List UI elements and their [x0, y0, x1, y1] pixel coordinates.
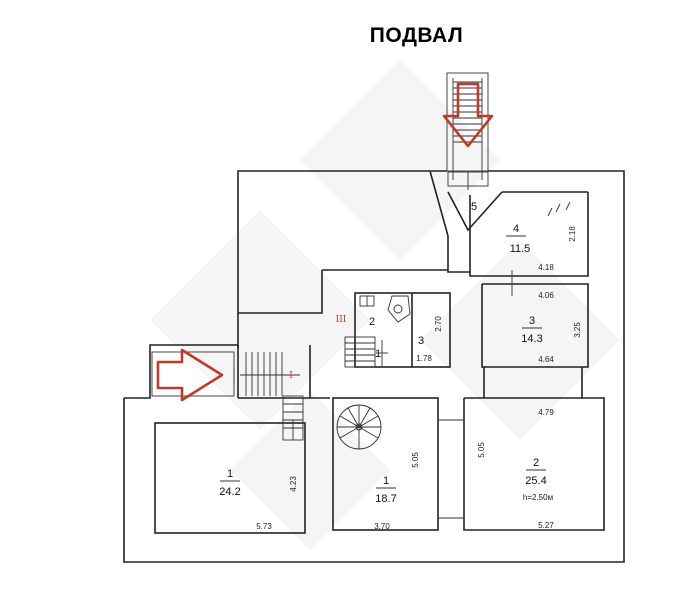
spiral-stair	[336, 404, 382, 450]
room4-number: 4	[513, 223, 519, 235]
room4-area: 11.5	[510, 243, 531, 255]
room2-width-top: 4.79	[538, 408, 554, 417]
room4-height: 2.18	[568, 226, 577, 242]
center-room3-number: 3	[418, 335, 424, 347]
center-roman-label: III	[336, 315, 347, 325]
room1-mid-height: 5.05	[411, 452, 420, 468]
watermark	[150, 60, 620, 550]
room3-height: 3.25	[573, 322, 582, 338]
room2-height: 5.05	[477, 442, 486, 458]
room5-number: 5	[471, 201, 477, 213]
room1-mid-number: 1	[383, 475, 389, 487]
room1-mid-width: 3.70	[374, 522, 390, 531]
center-stair-block	[344, 292, 451, 368]
outer-walls	[123, 170, 625, 563]
room3-area: 14.3	[521, 333, 542, 345]
room4-width: 4.18	[538, 263, 554, 272]
entry-arrow-down	[442, 82, 494, 148]
door-marks	[511, 201, 571, 296]
room2-ceiling-height: h=2.50м	[523, 493, 553, 502]
room3-width-bottom: 4.64	[538, 355, 554, 364]
interior-walls	[154, 170, 605, 534]
room2-number: 2	[533, 457, 539, 469]
room2-width-bottom: 5.27	[538, 521, 554, 530]
room3-width-top: 4.06	[538, 291, 554, 300]
plan-title: ПОДВАЛ	[369, 24, 464, 47]
center-room1-number: 1	[375, 348, 381, 360]
room1-left-number: 1	[227, 468, 233, 480]
center-room3-height: 2.70	[434, 316, 443, 332]
center-room3-width: 1.78	[416, 354, 432, 363]
room1-left-width: 5.73	[256, 522, 272, 531]
center-room2-number: 2	[369, 316, 375, 328]
room1-left-height: 4.23	[289, 476, 298, 492]
room2-area: 25.4	[525, 475, 546, 487]
room1-left-area: 24.2	[219, 486, 240, 498]
entry-arrow-right	[156, 348, 224, 402]
room3-number: 3	[529, 315, 535, 327]
left-stair-roman-label: I	[289, 371, 293, 381]
left-entrance-stair	[151, 351, 304, 441]
room1-mid-area: 18.7	[375, 493, 396, 505]
